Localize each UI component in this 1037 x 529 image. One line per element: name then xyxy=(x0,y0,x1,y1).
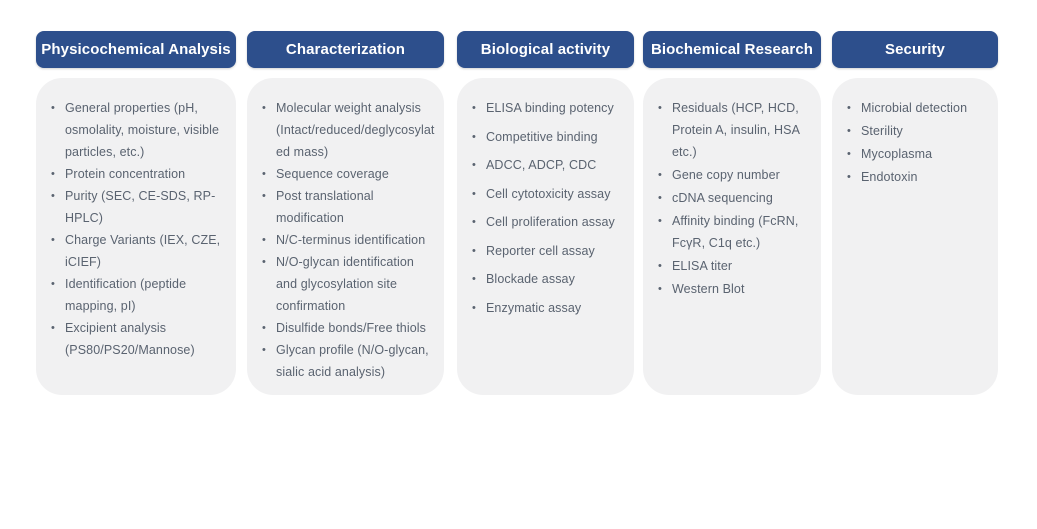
category-card: Residuals (HCP, HCD, Protein A, insulin,… xyxy=(643,78,821,395)
item-list: General properties (pH, osmolality, mois… xyxy=(50,97,228,361)
category-board: Physicochemical Analysis General propert… xyxy=(0,0,1037,395)
category-card: General properties (pH, osmolality, mois… xyxy=(36,78,236,395)
category-card: ELISA binding potencyCompetitive binding… xyxy=(457,78,634,395)
list-item: Enzymatic assay xyxy=(471,297,626,319)
list-item: Gene copy number xyxy=(657,164,813,186)
list-item: Microbial detection xyxy=(846,97,990,119)
list-item: Molecular weight analysis (Intact/reduce… xyxy=(261,97,436,163)
list-item: N/C-terminus identification xyxy=(261,229,436,251)
category-card: Molecular weight analysis (Intact/reduce… xyxy=(247,78,444,395)
category-card: Microbial detectionSterilityMycoplasmaEn… xyxy=(832,78,998,395)
category-header-pill: Biochemical Research xyxy=(643,31,821,68)
list-item: Western Blot xyxy=(657,278,813,300)
category-title: Security xyxy=(885,41,945,58)
list-item: Sequence coverage xyxy=(261,163,436,185)
list-item: Mycoplasma xyxy=(846,143,990,165)
list-item: Residuals (HCP, HCD, Protein A, insulin,… xyxy=(657,97,813,163)
list-item: ELISA titer xyxy=(657,255,813,277)
category-column: Biochemical Research Residuals (HCP, HCD… xyxy=(643,31,821,395)
category-header-pill: Biological activity xyxy=(457,31,634,68)
list-item: Charge Variants (IEX, CZE, iCIEF) xyxy=(50,229,228,273)
list-item: Protein concentration xyxy=(50,163,228,185)
list-item: N/O-glycan identification and glycosylat… xyxy=(261,251,436,317)
category-column: Biological activity ELISA binding potenc… xyxy=(457,31,634,395)
list-item: Blockade assay xyxy=(471,268,626,290)
list-item: ADCC, ADCP, CDC xyxy=(471,154,626,176)
list-item: Glycan profile (N/O-glycan, sialic acid … xyxy=(261,339,436,383)
category-title: Biological activity xyxy=(480,41,611,58)
category-header-pill: Characterization xyxy=(247,31,444,68)
item-list: Residuals (HCP, HCD, Protein A, insulin,… xyxy=(657,97,813,300)
list-item: Purity (SEC, CE-SDS, RP-HPLC) xyxy=(50,185,228,229)
list-item: Disulfide bonds/Free thiols xyxy=(261,317,436,339)
category-column: Security Microbial detectionSterilityMyc… xyxy=(832,31,998,395)
category-title: Characterization xyxy=(285,41,406,58)
list-item: Identification (peptide mapping, pI) xyxy=(50,273,228,317)
list-item: Post translational modification xyxy=(261,185,436,229)
list-item: Cell proliferation assay xyxy=(471,211,626,233)
list-item: Reporter cell assay xyxy=(471,240,626,262)
list-item: cDNA sequencing xyxy=(657,187,813,209)
category-header-pill: Physicochemical Analysis xyxy=(36,31,236,68)
item-list: Microbial detectionSterilityMycoplasmaEn… xyxy=(846,97,990,188)
list-item: Competitive binding xyxy=(471,126,626,148)
category-title: Physicochemical Analysis xyxy=(41,41,231,58)
category-title: Biochemical Research xyxy=(650,41,814,58)
list-item: Affinity binding (FcRN, FcγR, C1q etc.) xyxy=(657,210,813,254)
category-column: Characterization Molecular weight analys… xyxy=(247,31,444,395)
item-list: ELISA binding potencyCompetitive binding… xyxy=(471,97,626,319)
list-item: Endotoxin xyxy=(846,166,990,188)
list-item: Cell cytotoxicity assay xyxy=(471,183,626,205)
list-item: General properties (pH, osmolality, mois… xyxy=(50,97,228,163)
list-item: Sterility xyxy=(846,120,990,142)
list-item: Excipient analysis (PS80/PS20/Mannose) xyxy=(50,317,228,361)
category-header-pill: Security xyxy=(832,31,998,68)
category-column: Physicochemical Analysis General propert… xyxy=(36,31,236,395)
item-list: Molecular weight analysis (Intact/reduce… xyxy=(261,97,436,383)
list-item: ELISA binding potency xyxy=(471,97,626,119)
